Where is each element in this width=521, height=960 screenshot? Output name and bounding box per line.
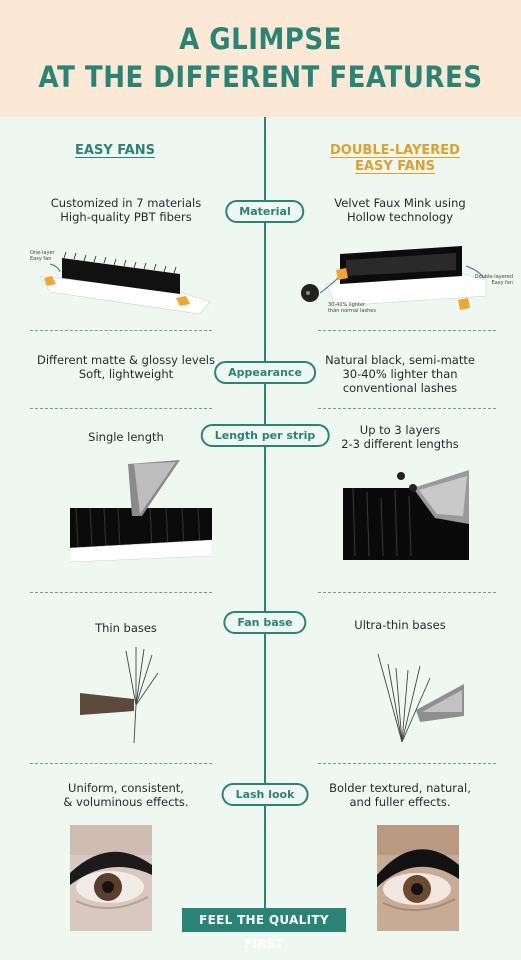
divider-dashed bbox=[318, 330, 496, 331]
single-layer-strip-image bbox=[39, 251, 211, 315]
lash-look-left-text: Uniform, consistent,& voluminous effects… bbox=[63, 781, 189, 809]
divider-dashed bbox=[30, 330, 212, 331]
multi-length-lash-image bbox=[343, 468, 469, 560]
double-layer-strip-image bbox=[301, 246, 487, 310]
feature-pill-material: Material bbox=[225, 200, 305, 223]
feature-pill-length-per-strip: Length per strip bbox=[200, 424, 330, 447]
length-left-text: Single length bbox=[88, 430, 164, 444]
divider-dashed bbox=[30, 592, 212, 593]
divider-dashed bbox=[30, 408, 212, 409]
feel-quality-banner: FEEL THE QUALITY FIRST bbox=[182, 908, 346, 951]
fan-base-left-text: Thin bases bbox=[95, 621, 157, 635]
center-divider-line bbox=[264, 117, 266, 930]
thin-base-fan-image bbox=[80, 647, 159, 744]
double-layered-eye-photo bbox=[377, 825, 459, 931]
page-title-line1: A GLIMPSE bbox=[179, 22, 342, 56]
divider-dashed bbox=[30, 763, 212, 764]
lash-look-right-text: Bolder textured, natural,and fuller effe… bbox=[329, 781, 471, 809]
fan-base-right-text: Ultra-thin bases bbox=[354, 618, 446, 632]
feature-pill-lash-look: Lash look bbox=[221, 783, 309, 806]
page-title-line2: AT THE DIFFERENT FEATURES bbox=[38, 60, 483, 94]
divider-dashed bbox=[318, 763, 496, 764]
divider-dashed bbox=[318, 592, 496, 593]
feature-pill-appearance: Appearance bbox=[214, 361, 316, 384]
header-banner bbox=[0, 0, 521, 117]
divider-dashed bbox=[318, 408, 496, 409]
ultra-thin-base-fan-image bbox=[377, 653, 464, 743]
easy-fans-eye-photo bbox=[70, 825, 152, 931]
single-length-lash-image bbox=[70, 460, 212, 570]
feature-pill-fan-base: Fan base bbox=[223, 611, 307, 634]
column-heading-easy-fans: EASY FANS bbox=[75, 143, 155, 158]
